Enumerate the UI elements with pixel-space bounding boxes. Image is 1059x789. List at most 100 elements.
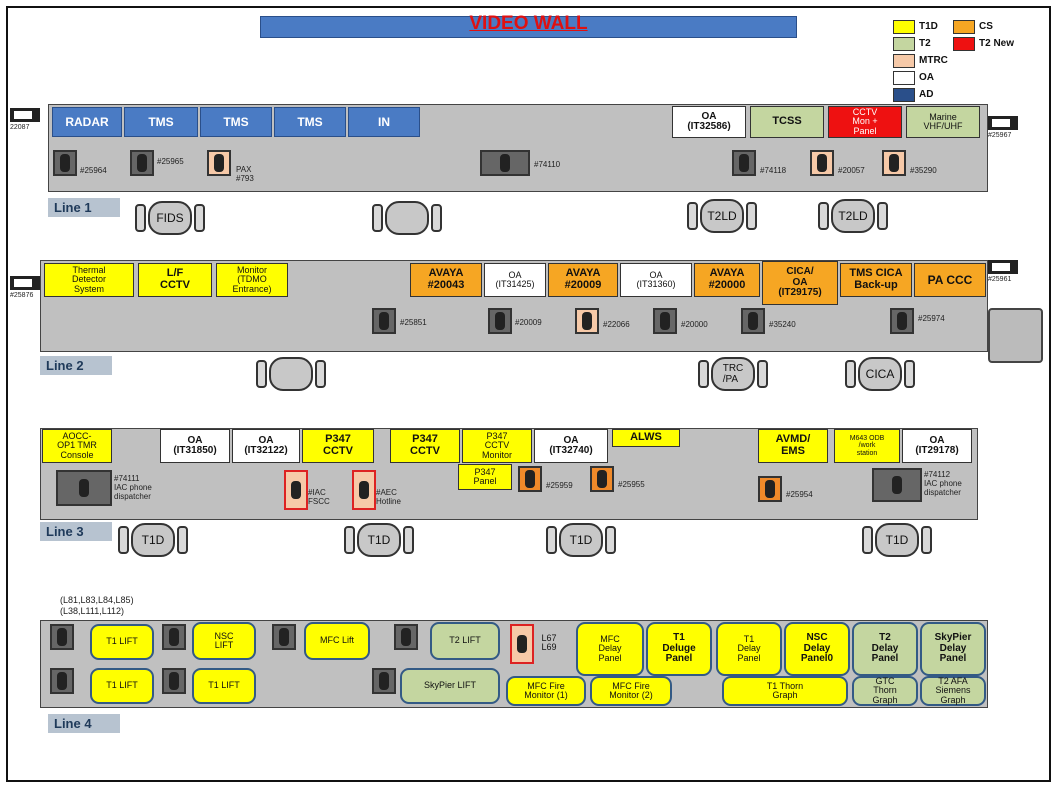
legend-swatch-t1d — [893, 20, 915, 34]
l1-ext-pax-793: PAX #793 — [236, 165, 254, 183]
chair-cica: CICA — [845, 357, 915, 391]
line1-label: Line 1 — [48, 198, 120, 217]
phone-icon-l4-7 — [372, 668, 396, 694]
l4-t2-delay-panel: T2 Delay Panel — [852, 622, 918, 676]
legend-label-t2: T2 — [919, 38, 931, 49]
l1-ext-74110: #74110 — [534, 160, 561, 169]
l4-t1-thorn-graph: T1 Thorn Graph — [722, 676, 848, 706]
l1-ext-25964: #25964 — [80, 166, 107, 175]
phone-icon-25955 — [590, 466, 614, 492]
phone-icon-20009 — [488, 308, 512, 334]
legend-swatch-oa — [893, 71, 915, 85]
phone-icon-25959 — [518, 466, 542, 492]
l3-m643-odb: M643 ODB /work station — [834, 429, 900, 463]
video-wall-title: VIDEO WALL — [469, 13, 588, 34]
chair-fids: FIDS — [135, 201, 205, 235]
chair-trc-pa: TRC /PA — [698, 357, 768, 391]
l3-ext-aec-hotline: #AEC Hotline — [376, 488, 401, 506]
l3-p347-cctv-2: P347 CCTV — [390, 429, 460, 463]
l3-ext-74112: #74112 IAC phone dispatcher — [924, 470, 962, 497]
l4-skypier-delay-panel: SkyPier Delay Panel — [920, 622, 986, 676]
phone-icon-74111 — [56, 470, 112, 506]
phone-icon-20057 — [810, 150, 834, 176]
chair-t1d-3: T1D — [546, 523, 616, 557]
phone-icon-aec-hotline — [352, 470, 376, 510]
phone-icon-l4-3 — [272, 624, 296, 650]
phone-icon-35290 — [882, 150, 906, 176]
l4-mfc-fire-monitor-1: MFC Fire Monitor (1) — [506, 676, 586, 706]
phone-icon-25851 — [372, 308, 396, 334]
l4-note: (L81,L83,L84,L85) (L38,L111,L112) — [60, 595, 134, 617]
legend-label-cs: CS — [979, 21, 993, 32]
l4-t1-delay-panel: T1 Delay Panel — [716, 622, 782, 676]
legend-label-oa: OA — [919, 72, 934, 83]
phone-icon-l4-4 — [394, 624, 418, 650]
diagram-frame — [6, 6, 1051, 782]
phone-icon-l67 — [510, 624, 534, 664]
phone-icon-25954 — [758, 476, 782, 502]
phone-icon-l4-6 — [162, 668, 186, 694]
chair-t1d-4: T1D — [862, 523, 932, 557]
l1-ext-20057: #20057 — [838, 166, 865, 175]
l1-in: IN — [348, 107, 420, 137]
l4-mfc-lift: MFC Lift — [304, 622, 370, 660]
l2-ext-22066: #22066 — [603, 320, 630, 329]
l3-oa-it32122: OA (IT32122) — [232, 429, 300, 463]
l1-ext-35290: #35290 — [910, 166, 937, 175]
phone-icon-20000 — [653, 308, 677, 334]
l3-avmd-ems: AVMD/ EMS — [758, 429, 828, 463]
l1-oa-it32586: OA (IT32586) — [672, 106, 746, 138]
line3-label: Line 3 — [40, 522, 112, 541]
line2-label: Line 2 — [40, 356, 112, 375]
legend-swatch-ad — [893, 88, 915, 102]
l3-oa-it32740: OA (IT32740) — [534, 429, 608, 463]
l3-oa-it31850: OA (IT31850) — [160, 429, 230, 463]
l2-ext-20009: #20009 — [515, 318, 542, 327]
l2-ext-25851: #25851 — [400, 318, 427, 327]
l3-ext-25955: #25955 — [618, 480, 645, 489]
legend-swatch-t2 — [893, 37, 915, 51]
l4-l67-l69: L67 L69 — [541, 632, 557, 652]
phone-icon-74112 — [872, 468, 922, 502]
l1-cctv-mon-panel: CCTV Mon + Panel — [828, 106, 902, 138]
legend-label-mtrc: MTRC — [919, 55, 948, 66]
l4-t1-lift-3: T1 LIFT — [192, 668, 256, 704]
legend-label-t1d: T1D — [919, 21, 938, 32]
l2-thermal-detector: Thermal Detector System — [44, 263, 134, 297]
l4-mfc-fire-monitor-2: MFC Fire Monitor (2) — [590, 676, 672, 706]
l2-ext-20000: #20000 — [681, 320, 708, 329]
legend-swatch-t2new — [953, 37, 975, 51]
l1-tms-1: TMS — [124, 107, 198, 137]
phone-icon-25974 — [890, 308, 914, 334]
l1-marine-vhf-uhf: Marine VHF/UHF — [906, 106, 980, 138]
phone-icon-25965 — [130, 150, 154, 176]
l4-mfc-delay-panel: MFC Delay Panel — [576, 622, 644, 676]
chair-t2ld-2: T2LD — [818, 199, 888, 233]
l3-ext-iac-fscc: #IAC FSCC — [308, 488, 330, 506]
pc-icon-line1-right: #25967 — [988, 116, 1022, 144]
chair-line1-2 — [372, 201, 442, 235]
printer-icon — [988, 308, 1043, 363]
phone-icon-74118 — [732, 150, 756, 176]
l3-alws: ALWS — [612, 429, 680, 447]
l4-t2-afa-siemens-graph: T2 AFA Siemens Graph — [920, 676, 986, 706]
l3-p347-cctv-monitor: P347 CCTV Monitor — [462, 429, 532, 463]
line4-label: Line 4 — [48, 714, 120, 733]
phone-icon-74110 — [480, 150, 530, 176]
phone-icon-25964 — [53, 150, 77, 176]
pc-icon-line2-left: #25876 — [10, 276, 44, 304]
phone-icon-22066 — [575, 308, 599, 334]
chair-t1d-1: T1D — [118, 523, 188, 557]
l1-tcss: TCSS — [750, 106, 824, 138]
l2-avaya-20000: AVAYA #20000 — [694, 263, 760, 297]
l4-skypier-lift: SkyPier LIFT — [400, 668, 500, 704]
legend: T1D CS T2 T2 New MTRC OA AD — [893, 20, 1043, 102]
pc-icon-line1-left: 22087 — [10, 108, 44, 136]
l1-tms-3: TMS — [274, 107, 346, 137]
phone-icon-35240 — [741, 308, 765, 334]
l3-p347-panel: P347 Panel — [458, 464, 512, 490]
phone-icon-l4-5 — [50, 668, 74, 694]
pc-icon-line2-right: #25961 — [988, 260, 1022, 288]
l1-radar: RADAR — [52, 107, 122, 137]
l2-ext-25974: #25974 — [918, 314, 945, 323]
